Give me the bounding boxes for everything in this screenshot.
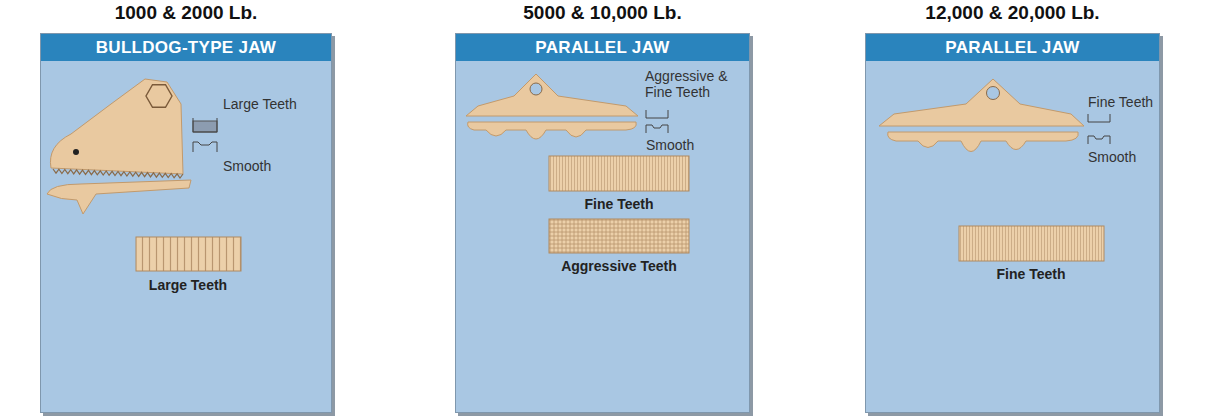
- panel-header: PARALLEL JAW: [945, 38, 1079, 58]
- jaw-surface-label: Smooth: [646, 137, 694, 153]
- capacity-heading: 12,000 & 20,000 Lb.: [866, 2, 1159, 24]
- jaw-panel: 1000 & 2000 Lb.BULLDOG-TYPE JAWLarge Tee…: [40, 33, 332, 413]
- panel-header: BULLDOG-TYPE JAW: [96, 38, 276, 58]
- jaw-panel: 12,000 & 20,000 Lb.PARALLEL JAWFine Teet…: [865, 33, 1160, 413]
- jaw-surface-label: Large Teeth: [223, 96, 297, 112]
- plate-label: Aggressive Teeth: [561, 258, 677, 274]
- jaw-panel: 5000 & 10,000 Lb.PARALLEL JAWAggressive …: [455, 33, 750, 413]
- header-bar: PARALLEL JAW: [456, 34, 749, 61]
- header-bar: BULLDOG-TYPE JAW: [41, 34, 331, 61]
- parallel-jaw-illustration: [866, 34, 1161, 414]
- jaw-surface-label: Aggressive & Fine Teeth: [645, 68, 745, 100]
- capacity-heading: 1000 & 2000 Lb.: [41, 2, 331, 24]
- bulldog-jaw-illustration: [41, 34, 333, 414]
- panel-header: PARALLEL JAW: [535, 38, 669, 58]
- plate-label: Large Teeth: [149, 277, 227, 293]
- header-bar: PARALLEL JAW: [866, 34, 1159, 61]
- jaw-surface-label: Smooth: [1088, 149, 1136, 165]
- plate-label: Fine Teeth: [997, 266, 1066, 282]
- jaw-surface-label: Smooth: [223, 158, 271, 174]
- capacity-heading: 5000 & 10,000 Lb.: [456, 2, 749, 24]
- plate-label: Fine Teeth: [585, 196, 654, 212]
- jaw-surface-label: Fine Teeth: [1088, 94, 1153, 110]
